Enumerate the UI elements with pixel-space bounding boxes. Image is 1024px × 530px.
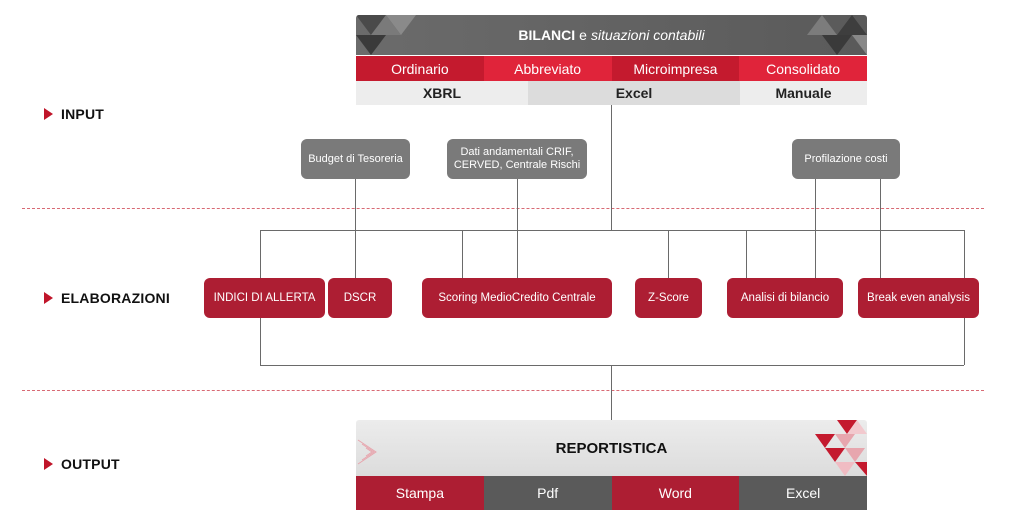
output-pdf: Pdf xyxy=(483,476,612,510)
output-excel: Excel xyxy=(739,476,867,510)
box-indici-allerta: INDICI DI ALLERTA xyxy=(204,278,325,318)
triangle-pattern-icon xyxy=(356,15,416,55)
triangle-pattern-icon xyxy=(815,420,867,476)
box-dscr: DSCR xyxy=(328,278,392,318)
connector-line xyxy=(668,230,669,278)
arrow-right-icon xyxy=(44,458,53,470)
separator-top xyxy=(22,208,984,209)
connector-line xyxy=(462,230,463,278)
output-header: REPORTISTICA xyxy=(356,420,867,476)
section-elaborazioni-label: ELABORAZIONI xyxy=(44,290,170,306)
connector-line xyxy=(611,365,612,420)
format-excel: Excel xyxy=(528,81,740,105)
input-header: BILANCI e situazioni contabili xyxy=(356,15,867,55)
separator-bottom xyxy=(22,390,984,391)
type-microimpresa: Microimpresa xyxy=(611,56,740,81)
connector-line xyxy=(611,105,612,230)
format-xbrl: XBRL xyxy=(356,81,528,105)
output-word: Word xyxy=(611,476,740,510)
format-manuale: Manuale xyxy=(740,81,867,105)
output-title: REPORTISTICA xyxy=(555,439,668,457)
input-title-mid: e xyxy=(579,27,587,43)
input-formats-row: XBRL Excel Manuale xyxy=(356,81,867,105)
source-dati-box: Dati andamentali CRIF, CERVED, Centrale … xyxy=(447,139,587,179)
input-title-bold: BILANCI xyxy=(518,27,576,43)
input-title-italic: situazioni contabili xyxy=(590,27,705,43)
output-formats-row: Stampa Pdf Word Excel xyxy=(356,476,867,510)
arrow-right-icon xyxy=(44,292,53,304)
connector-bus-bottom xyxy=(260,365,964,366)
type-abbreviato: Abbreviato xyxy=(483,56,612,81)
box-zscore: Z-Score xyxy=(635,278,702,318)
source-budget-box: Budget di Tesoreria xyxy=(301,139,410,179)
output-stampa: Stampa xyxy=(356,476,484,510)
box-scoring: Scoring MedioCredito Centrale xyxy=(422,278,612,318)
arrow-right-icon xyxy=(44,108,53,120)
section-input-label: INPUT xyxy=(44,106,104,122)
type-ordinario: Ordinario xyxy=(356,56,484,81)
box-break-even: Break even analysis xyxy=(858,278,979,318)
section-output-label: OUTPUT xyxy=(44,456,120,472)
triangle-pattern-icon xyxy=(807,15,867,55)
source-profilazione-box: Profilazione costi xyxy=(792,139,900,179)
connector-line xyxy=(517,179,518,278)
chevron-pattern-icon xyxy=(357,439,377,465)
connector-line xyxy=(880,179,881,278)
input-types-row: Ordinario Abbreviato Microimpresa Consol… xyxy=(356,56,867,81)
connector-line xyxy=(746,230,747,278)
connector-line xyxy=(815,179,816,278)
type-consolidato: Consolidato xyxy=(739,56,867,81)
connector-line xyxy=(355,179,356,278)
box-analisi-bilancio: Analisi di bilancio xyxy=(727,278,843,318)
connector-bus-top xyxy=(260,230,964,231)
